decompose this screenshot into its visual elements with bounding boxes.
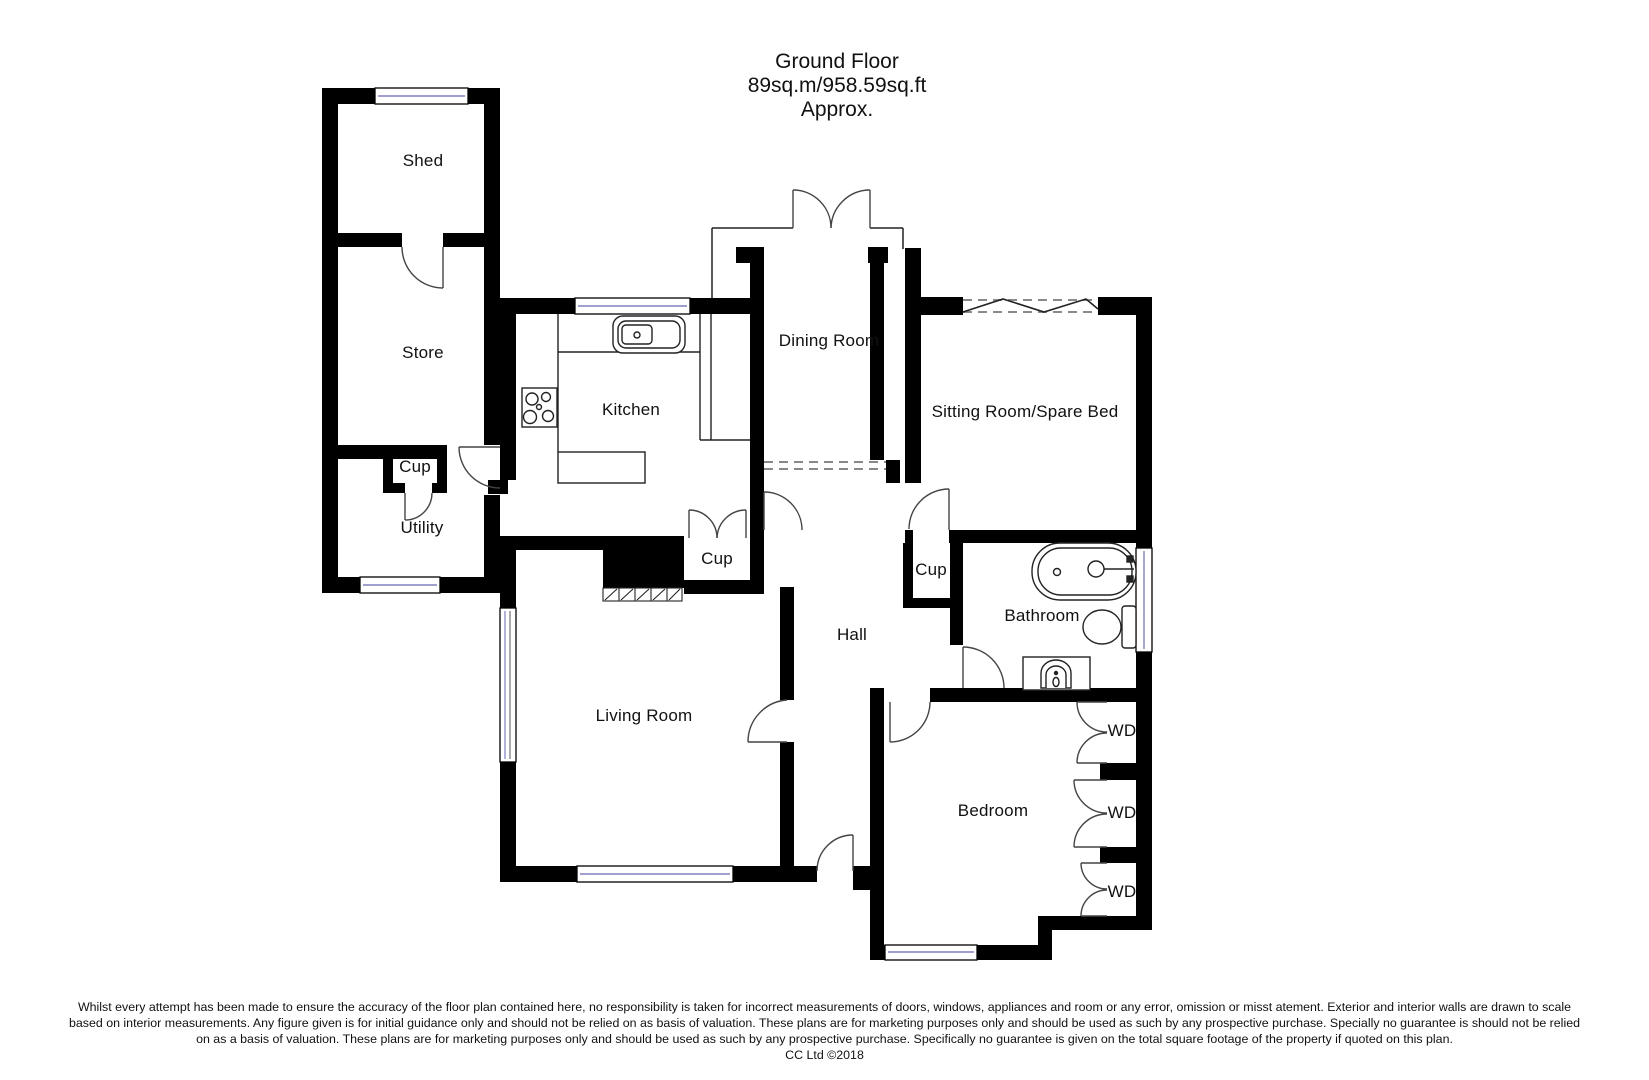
room-label-wd3: WD — [1107, 882, 1137, 901]
hob-icon — [521, 387, 558, 428]
room-label-store: Store — [402, 343, 444, 362]
bathroom-window-icon — [1135, 547, 1153, 653]
windows — [359, 87, 1153, 961]
room-label-utility: Utility — [400, 518, 444, 537]
living-bottom-window-icon — [576, 865, 734, 883]
room-label-cup-mid: Cup — [701, 549, 733, 568]
kitchen-window-icon — [574, 297, 691, 315]
plan-title: Ground Floor 89sq.m/958.59sq.ft Approx. — [748, 50, 927, 122]
room-label-bedroom: Bedroom — [957, 801, 1029, 820]
walls — [322, 88, 1152, 960]
kitchen-sink-icon — [612, 315, 686, 354]
copyright-line: CC Ltd ©2018 — [785, 1048, 864, 1062]
bedroom-window-icon — [884, 944, 978, 961]
plan-title-line1: Ground Floor — [775, 50, 899, 73]
room-label-shed: Shed — [402, 151, 444, 170]
room-label-cup-utility: Cup — [399, 457, 431, 476]
openings — [764, 298, 1099, 470]
room-label-wd1: WD — [1107, 721, 1137, 740]
shed-window-icon — [374, 87, 469, 105]
room-label-sitting: Sitting Room/Spare Bed — [931, 402, 1119, 421]
room-label-kitchen: Kitchen — [601, 400, 661, 419]
room-label-living: Living Room — [595, 706, 693, 725]
living-left-window-icon — [499, 607, 517, 763]
disclaimer-line3: on as a basis of valuation. These plans … — [196, 1032, 1453, 1046]
plan-title-line3: Approx. — [800, 98, 874, 121]
plan-title-line2: 89sq.m/958.59sq.ft — [747, 74, 927, 97]
doors — [401, 189, 1108, 917]
dining-bay-outline — [711, 227, 904, 298]
room-label-cup-hall: Cup — [915, 560, 947, 579]
room-label-bathroom: Bathroom — [1004, 606, 1080, 625]
room-label-wd2: WD — [1107, 803, 1137, 822]
bathtub-icon — [1031, 542, 1137, 601]
room-label-dining: Dining Room — [778, 331, 880, 350]
basin-icon — [1022, 656, 1091, 691]
room-label-hall: Hall — [836, 625, 868, 644]
fixtures — [521, 314, 1137, 691]
disclaimer-line2: based on interior measurements. Any figu… — [69, 1016, 1580, 1030]
utility-window-icon — [359, 576, 441, 594]
disclaimer-line1: Whilst every attempt has been made to en… — [77, 1000, 1572, 1014]
fireplace-hearth — [602, 587, 683, 602]
toilet-icon — [1082, 605, 1137, 649]
